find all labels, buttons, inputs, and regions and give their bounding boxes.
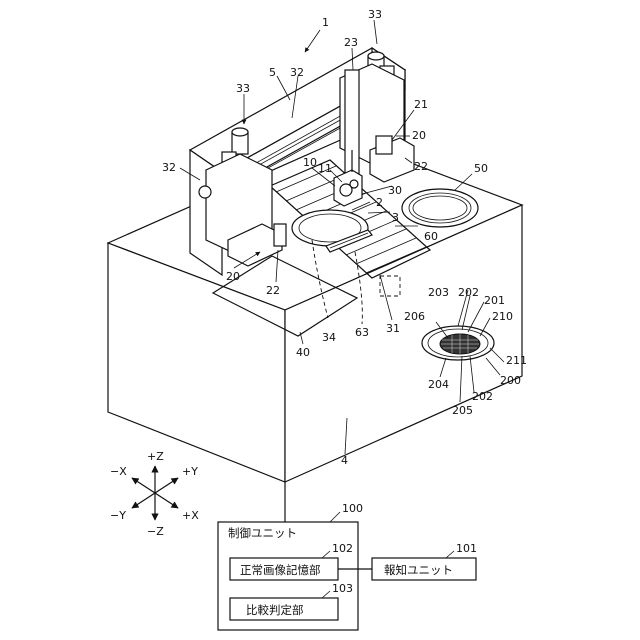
label-30: 30 [388, 184, 402, 197]
axis-indicator: +Z −Z +X −X +Y −Y [110, 450, 199, 538]
label-40: 40 [296, 346, 310, 359]
label-204: 204 [428, 378, 449, 391]
label-4: 4 [341, 454, 348, 467]
label-102: 102 [332, 542, 353, 555]
left-unit-22 [274, 224, 286, 246]
compare-label: 比較判定部 [246, 603, 304, 617]
label-20-left: 20 [226, 270, 240, 283]
label-11: 11 [318, 162, 332, 175]
block-diagram: 制御ユニット 100 正常画像記憶部 102 比較判定部 103 報知ユニット … [218, 482, 477, 630]
label-33-top: 33 [368, 8, 382, 21]
label-22-right: 22 [414, 160, 428, 173]
label-20-right: 20 [412, 129, 426, 142]
notify-label: 報知ユニット [384, 563, 453, 577]
label-21: 21 [414, 98, 428, 111]
axis-minus-z: −Z [147, 525, 164, 538]
label-5: 5 [269, 66, 276, 79]
unit-21 [376, 136, 392, 154]
axis-plus-y: +Y [182, 465, 198, 478]
label-32-left: 32 [162, 161, 176, 174]
axis-plus-z: +Z [147, 450, 164, 463]
label-33-left: 33 [236, 82, 250, 95]
label-210: 210 [492, 310, 513, 323]
label-203: 203 [428, 286, 449, 299]
wafer-unit-200 [422, 326, 494, 360]
label-34: 34 [322, 331, 336, 344]
label-206: 206 [404, 310, 425, 323]
label-23: 23 [344, 36, 358, 49]
label-31: 31 [386, 322, 400, 335]
axis-minus-y: −Y [110, 509, 126, 522]
base-box [108, 138, 522, 482]
label-100: 100 [342, 502, 363, 515]
axis-plus-x: +X [182, 509, 199, 522]
label-50: 50 [474, 162, 488, 175]
label-10: 10 [303, 156, 317, 169]
image-memory-label: 正常画像記憶部 [240, 563, 321, 577]
label-201: 201 [484, 294, 505, 307]
label-3: 3 [392, 211, 399, 224]
label-2: 2 [376, 196, 383, 209]
label-200: 200 [500, 374, 521, 387]
control-unit-label: 制御ユニット [228, 526, 297, 540]
axis-minus-x: −X [110, 465, 127, 478]
label-103: 103 [332, 582, 353, 595]
label-202-bottom: 202 [472, 390, 493, 403]
label-205: 205 [452, 404, 473, 417]
label-22-left: 22 [266, 284, 280, 297]
label-1: 1 [322, 16, 329, 29]
cassette-50 [402, 189, 478, 227]
label-63: 63 [355, 326, 369, 339]
label-32-top: 32 [290, 66, 304, 79]
label-211: 211 [506, 354, 527, 367]
label-202-top: 202 [458, 286, 479, 299]
label-101: 101 [456, 542, 477, 555]
label-60: 60 [424, 230, 438, 243]
